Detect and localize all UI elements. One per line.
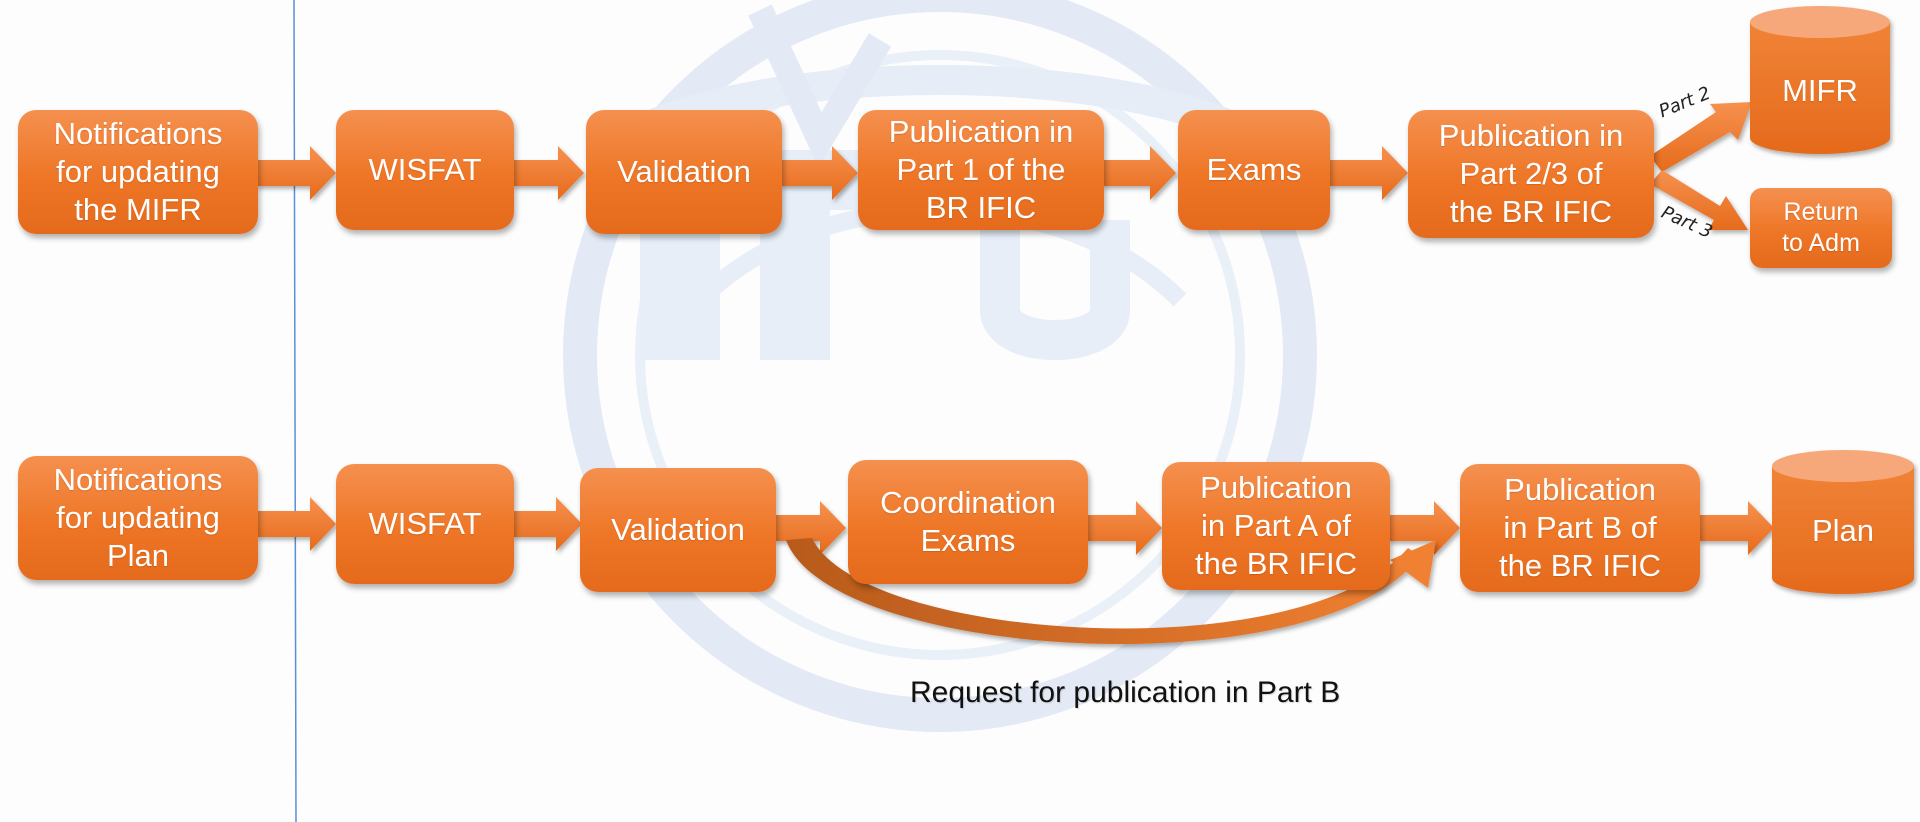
notifications-plan-box[interactable]: Notifications for updating Plan (18, 456, 258, 580)
arrow-r1-2 (512, 146, 584, 200)
watermark-logo (563, 0, 1317, 732)
bypass-arrow (786, 538, 1436, 645)
arrow-part3 (1650, 170, 1748, 230)
arrow-r2-2 (512, 497, 582, 551)
publication-part23-box[interactable]: Publication in Part 2/3 of the BR IFIC (1408, 110, 1654, 238)
arrow-r1-1 (256, 146, 336, 200)
arrow-r1-3 (780, 146, 858, 200)
notifications-mifr-box[interactable]: Notifications for updating the MIFR (18, 110, 258, 234)
plan-cylinder (1772, 450, 1914, 594)
mifr-cylinder (1750, 6, 1890, 154)
validation-box-row2[interactable]: Validation (580, 468, 776, 592)
publication-part-a-box[interactable]: Publication in Part A of the BR IFIC (1162, 462, 1390, 590)
arrow-part2 (1650, 102, 1752, 172)
arrow-r2-1 (256, 497, 336, 551)
validation-box-row1[interactable]: Validation (586, 110, 782, 234)
request-caption: Request for publication in Part B (910, 676, 1341, 709)
exams-box[interactable]: Exams (1178, 110, 1330, 230)
return-to-adm-box[interactable]: Return to Adm (1750, 188, 1892, 268)
coordination-exams-box[interactable]: Coordination Exams (848, 460, 1088, 584)
arrow-r2-5 (1388, 501, 1460, 555)
publication-part-b-box[interactable]: Publication in Part B of the BR IFIC (1460, 464, 1700, 592)
publication-part1-box[interactable]: Publication in Part 1 of the BR IFIC (858, 110, 1104, 230)
plan-label[interactable]: Plan (1811, 513, 1875, 548)
wisfat-box-row2[interactable]: WISFAT (336, 464, 514, 584)
arrow-r2-6 (1698, 501, 1774, 555)
mifr-label[interactable]: MIFR (1782, 73, 1858, 108)
divider-line (293, 0, 297, 822)
arrow-r2-3 (774, 501, 846, 555)
arrow-r1-4 (1102, 146, 1176, 200)
arrow-r2-4 (1086, 501, 1162, 555)
arrow-r1-5 (1328, 146, 1408, 200)
wisfat-box-row1[interactable]: WISFAT (336, 110, 514, 230)
